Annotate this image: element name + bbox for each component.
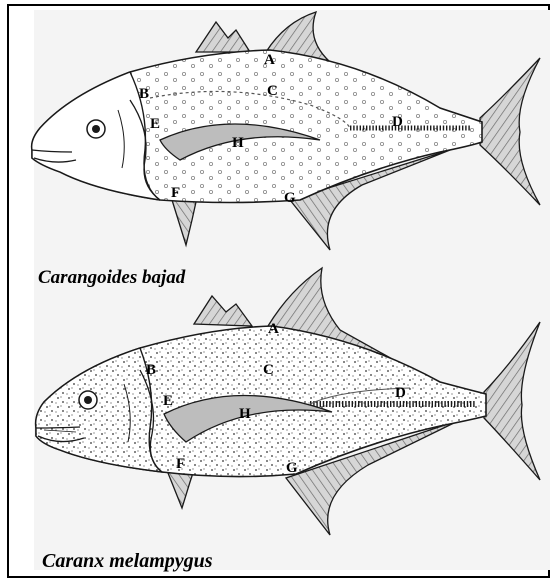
bottom-head xyxy=(36,348,162,472)
bottom-label-f: F xyxy=(176,456,185,472)
bottom-label-a: A xyxy=(268,321,279,337)
top-label-a: A xyxy=(264,52,275,68)
top-label-b: B xyxy=(139,86,149,102)
top-label-e: E xyxy=(150,116,160,132)
top-label-f: F xyxy=(171,185,180,201)
bottom-label-e: E xyxy=(163,393,173,409)
top-label-d: D xyxy=(392,114,403,130)
bottom-label-d: D xyxy=(395,385,406,401)
caption-caranx-melampygus: Caranx melampygus xyxy=(42,550,213,573)
bottom-label-h: H xyxy=(239,406,251,422)
top-pelvic-fin xyxy=(172,200,196,245)
top-spiny-dorsal-fin xyxy=(196,22,250,52)
bottom-caudal-fin xyxy=(484,322,540,480)
top-label-h: H xyxy=(232,135,244,151)
bottom-label-c: C xyxy=(263,362,274,378)
bottom-label-g: G xyxy=(286,460,298,476)
bottom-spiny-dorsal-fin xyxy=(194,296,252,326)
caption-carangoides-bajad: Carangoides bajad xyxy=(38,267,185,289)
top-label-c: C xyxy=(267,83,278,99)
top-fish: A B C D E F G H xyxy=(32,12,540,250)
bottom-label-b: B xyxy=(146,362,156,378)
top-label-g: G xyxy=(284,190,296,206)
top-caudal-fin xyxy=(480,58,540,205)
bottom-fish: A B C D E F G H xyxy=(36,268,540,535)
